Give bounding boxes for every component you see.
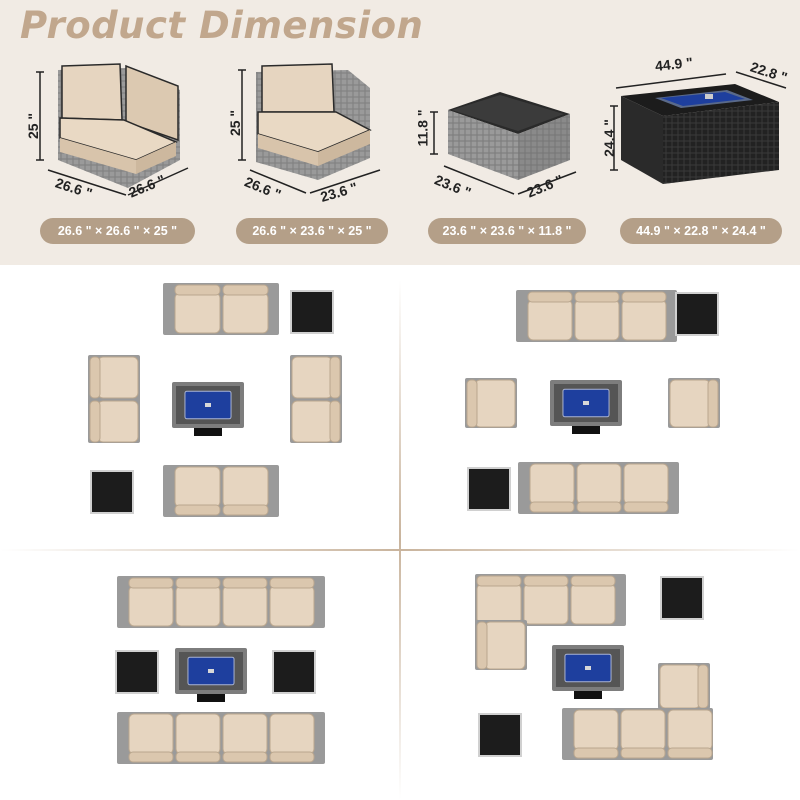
layout1-coffee-table-1 [290,290,334,334]
corner-sofa-height-label: 25 " [25,112,42,140]
corner-sofa-dimension-lines [36,71,189,196]
layout4-l-sectional-bottom-row [562,708,713,760]
layout2-three-seat-sofa-bottom [518,462,679,514]
layout4-l-sectional-left-column [475,620,527,670]
layout4-coffee-table-1 [660,576,704,620]
layout2-coffee-table-2 [467,467,511,511]
armless-sofa-height-label: 25 " [227,109,244,137]
layout4-l-sectional-top-row [475,574,626,626]
fire-pit-table-image [621,84,779,184]
armless-sofa-caption: 26.6 " × 23.6 " × 25 " [236,218,388,244]
layout3-fire-pit-table [175,648,247,702]
page-title: Product Dimension [20,4,424,47]
layout4-coffee-table-2 [478,713,522,757]
layout1-loveseat-right [290,355,342,443]
armless-sofa-image [256,63,372,180]
coffee-table-dimension-lines [430,111,577,195]
layout2-chair-right [668,378,720,428]
layout1-loveseat-bottom [163,465,279,517]
layout1-loveseat-top [163,283,279,335]
layout4-l-sectional-right-column [658,663,710,709]
layout2-three-seat-sofa-top [516,290,677,342]
layout2-coffee-table-1 [675,292,719,336]
armless-sofa-dimension-lines [238,69,381,194]
layout3-coffee-table-2 [272,650,316,694]
layout3-four-seat-sofa-bottom [117,712,325,764]
layout1-coffee-table-2 [90,470,134,514]
layout1-fire-pit-table [172,382,244,436]
fire-pit-table-caption: 44.9 " × 22.8 " × 24.4 " [620,218,782,244]
coffee-table-image [448,92,570,180]
vertical-divider [399,280,401,800]
layout2-chair-left [465,378,517,428]
layout3-coffee-table-1 [115,650,159,694]
coffee-table-height-label: 11.8 " [414,109,431,147]
layout2-fire-pit-table [550,380,622,434]
layout3-four-seat-sofa-top [117,576,325,628]
fire-pit-table-height-label: 24.4 " [600,119,617,157]
coffee-table-caption: 23.6 " × 23.6 " × 11.8 " [428,218,586,244]
corner-sofa-image [58,63,180,188]
corner-sofa-caption: 26.6 " × 26.6 " × 25 " [40,218,195,244]
layout1-loveseat-left [88,355,140,443]
layout4-fire-pit-table [552,645,624,699]
fire-pit-table-dimension-lines [610,71,787,171]
